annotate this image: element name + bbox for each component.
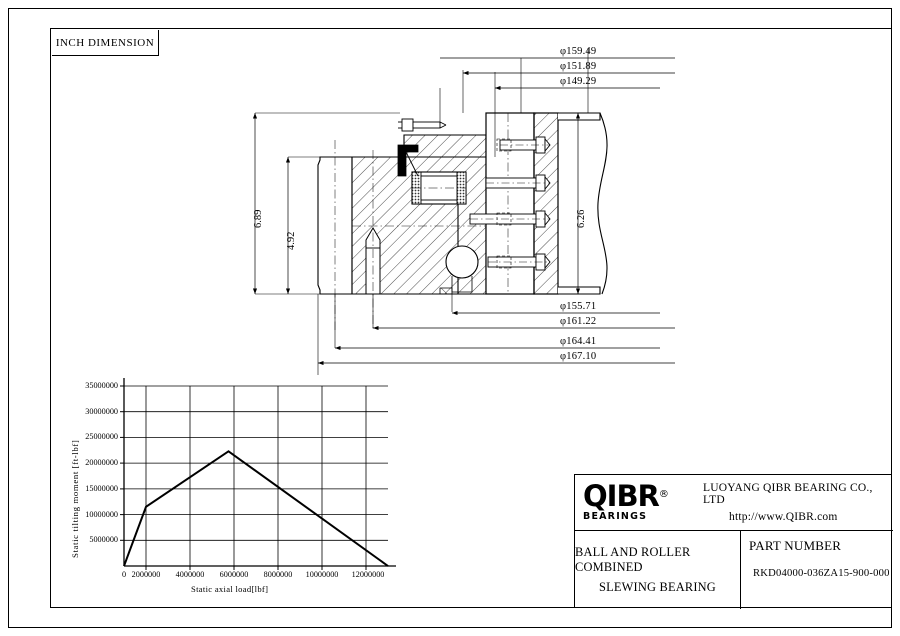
logo-wordmark: QIBR® [583,482,701,511]
static-capacity-chart: 35000000 30000000 25000000 20000000 1500… [56,378,416,600]
dimension-label-phi159-49: φ159.49 [560,46,597,57]
dimension-label-6-89: 6.89 [253,209,264,228]
title-block-header-row: QIBR® BEARINGS LUOYANG QIBR BEARING CO.,… [575,475,893,531]
dimension-label-phi149-29: φ149.29 [560,76,597,87]
dimension-label-4-92: 4.92 [286,231,297,250]
logo-text: QIBR [583,479,660,513]
company-info: LUOYANG QIBR BEARING CO., LTD http://www… [701,482,893,523]
chart-ytick-10000000: 10000000 [85,509,118,519]
inch-dimension-label: INCH DIMENSION [55,36,155,49]
part-number-value: RKD04000-036ZA15-900-000 [753,568,890,579]
company-name: LUOYANG QIBR BEARING CO., LTD [703,482,873,506]
title-block-body-row: BALL AND ROLLER COMBINED SLEWING BEARING… [575,531,893,609]
dimension-label-phi161-22: φ161.22 [560,316,597,327]
chart-ytick-25000000: 25000000 [85,432,118,442]
chart-series-line [123,450,389,567]
chart-ytick-35000000: 35000000 [85,381,118,390]
chart-ytick-15000000: 15000000 [85,483,118,493]
qibr-logo: QIBR® BEARINGS [575,482,701,523]
product-description: BALL AND ROLLER COMBINED SLEWING BEARING [575,531,741,609]
dimension-label-phi164-41: φ164.41 [560,336,597,347]
dimension-label-phi167-10: φ167.10 [560,351,597,362]
chart-xtick-0: 0 [121,570,127,579]
chart-xaxis-title: Static axial load[lbf] [191,584,269,594]
chart-yaxis-title: Static tilting moment [ft-lbf] [70,439,80,558]
product-description-line1: BALL AND ROLLER COMBINED [575,545,691,574]
part-number-label: PART NUMBER [749,538,842,553]
dimension-label-phi151-89: φ151.89 [560,61,597,72]
chart-xtick-10000000: 10000000 [305,570,339,579]
chart-ytick-30000000: 30000000 [85,406,118,416]
chart-ytick-5000000: 5000000 [89,535,118,545]
inch-dimension-tag: INCH DIMENSION [52,30,159,56]
chart-xtick-2000000: 2000000 [131,570,161,579]
product-description-line2: SLEWING BEARING [599,580,716,594]
registered-trademark-icon: ® [658,489,669,500]
part-number-cell: PART NUMBER RKD04000-036ZA15-900-000 [741,531,893,609]
dimension-label-6-26: 6.26 [576,209,587,228]
chart-xtick-6000000: 6000000 [219,570,249,579]
chart-ytick-20000000: 20000000 [85,458,118,468]
chart-svg [120,378,396,570]
dimension-label-phi155-71: φ155.71 [560,301,597,312]
chart-xtick-4000000: 4000000 [175,570,205,579]
title-block: QIBR® BEARINGS LUOYANG QIBR BEARING CO.,… [574,474,893,609]
chart-xtick-12000000: 12000000 [351,570,385,579]
chart-xtick-8000000: 8000000 [263,570,293,579]
sheet-border-inner [50,28,892,608]
logo-subtext: BEARINGS [583,511,648,522]
company-website[interactable]: http://www.QIBR.com [729,511,838,523]
sheet-border-inner-edge [50,28,892,608]
